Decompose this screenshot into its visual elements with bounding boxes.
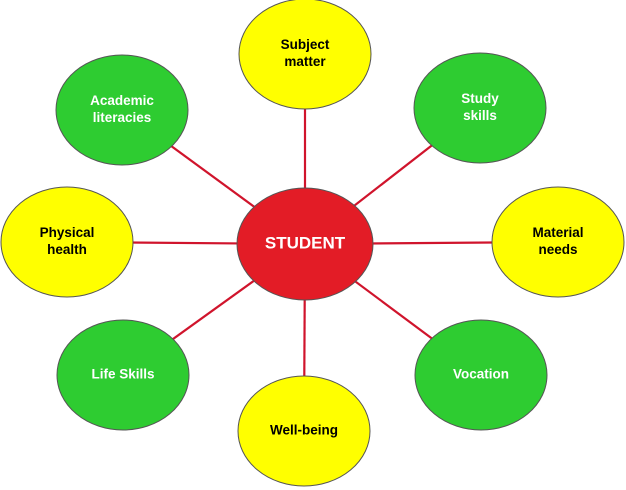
node-label-subject-matter: Subject (281, 37, 330, 52)
node-label-material-needs: Material (532, 225, 583, 240)
node-ellipse-material-needs (491, 186, 625, 298)
node-material-needs: Material needs (491, 186, 625, 298)
node-life-skills: Life Skills (56, 319, 190, 431)
node-label-academic-literacies: Academic (90, 93, 154, 108)
node-label-study-skills: Study (461, 91, 499, 106)
node-label-well-being: Well-being (270, 423, 338, 438)
node-study-skills: Study skills (413, 52, 547, 164)
node-well-being: Well-being (237, 375, 371, 487)
node-ellipse-subject-matter (238, 0, 372, 110)
node-label-physical-health: health (47, 242, 87, 257)
node-ellipse-well-being (237, 375, 371, 487)
node-label-subject-matter: matter (284, 54, 326, 69)
node-label-study-skills: skills (463, 108, 497, 123)
center-ellipse (236, 187, 374, 301)
node-physical-health: Physical health (0, 186, 134, 298)
node-label-life-skills: Life Skills (91, 367, 154, 382)
node-label-vocation: Vocation (453, 367, 509, 382)
node-label-academic-literacies: literacies (93, 110, 152, 125)
node-ellipse-vocation (414, 319, 548, 431)
center-label: STUDENT (265, 233, 346, 252)
node-vocation: Vocation (414, 319, 548, 431)
node-ellipse-physical-health (0, 186, 134, 298)
node-ellipse-study-skills (413, 52, 547, 164)
node-subject-matter: Subject matter (238, 0, 372, 110)
center-node: STUDENT (236, 187, 374, 301)
node-academic-literacies: Academic literacies (55, 54, 189, 166)
node-ellipse-life-skills (56, 319, 190, 431)
node-label-physical-health: Physical (40, 225, 95, 240)
node-label-material-needs: needs (538, 242, 577, 257)
node-ellipse-academic-literacies (55, 54, 189, 166)
